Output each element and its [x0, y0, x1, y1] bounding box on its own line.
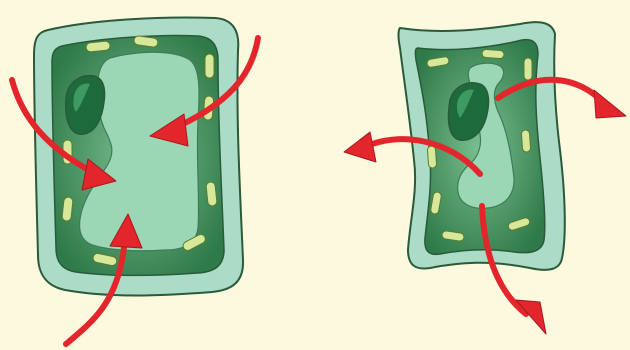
chloroplast: [521, 130, 531, 153]
chloroplast: [62, 197, 73, 222]
chloroplast: [524, 58, 532, 80]
chloroplast: [206, 182, 217, 207]
chloroplast: [86, 41, 111, 52]
chloroplast: [427, 146, 437, 169]
chloroplast: [205, 54, 214, 78]
chloroplast: [482, 49, 505, 59]
